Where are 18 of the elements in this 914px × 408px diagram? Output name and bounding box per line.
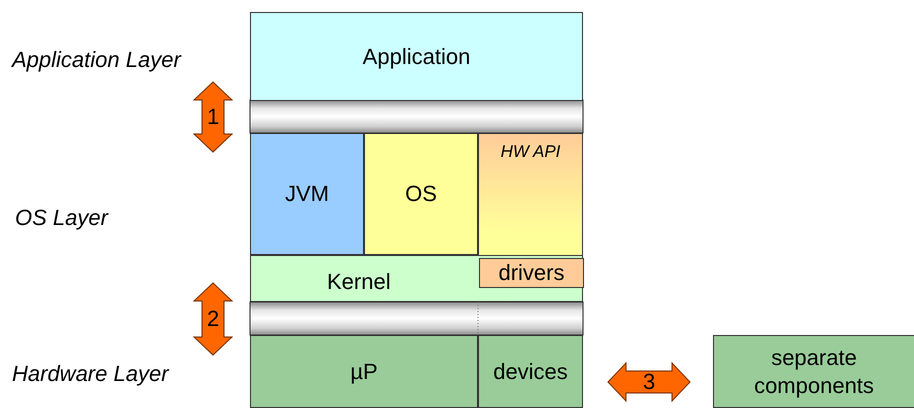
callout-number: 2	[207, 308, 220, 330]
bus-bar	[250, 100, 584, 134]
layer-box: devices	[478, 335, 583, 408]
double-block-arrow	[607, 362, 691, 402]
layer-box: drivers	[479, 258, 584, 288]
layer-box: HW API	[478, 133, 583, 258]
layer-label: Hardware Layer	[12, 358, 212, 390]
layer-box: Kernel drivers	[250, 255, 583, 302]
layer-box: separate components	[713, 335, 914, 408]
layer-box: µP	[250, 335, 478, 408]
layer-box: Application	[250, 12, 583, 101]
layer-box: OS	[364, 133, 478, 255]
layer-box: JVM	[250, 133, 364, 255]
layer-label: OS Layer	[15, 202, 135, 234]
layer-label: Application Layer	[12, 44, 227, 76]
edge-label: 3	[643, 371, 656, 393]
bus-bar	[250, 302, 584, 336]
callout-number: 1	[207, 106, 220, 128]
